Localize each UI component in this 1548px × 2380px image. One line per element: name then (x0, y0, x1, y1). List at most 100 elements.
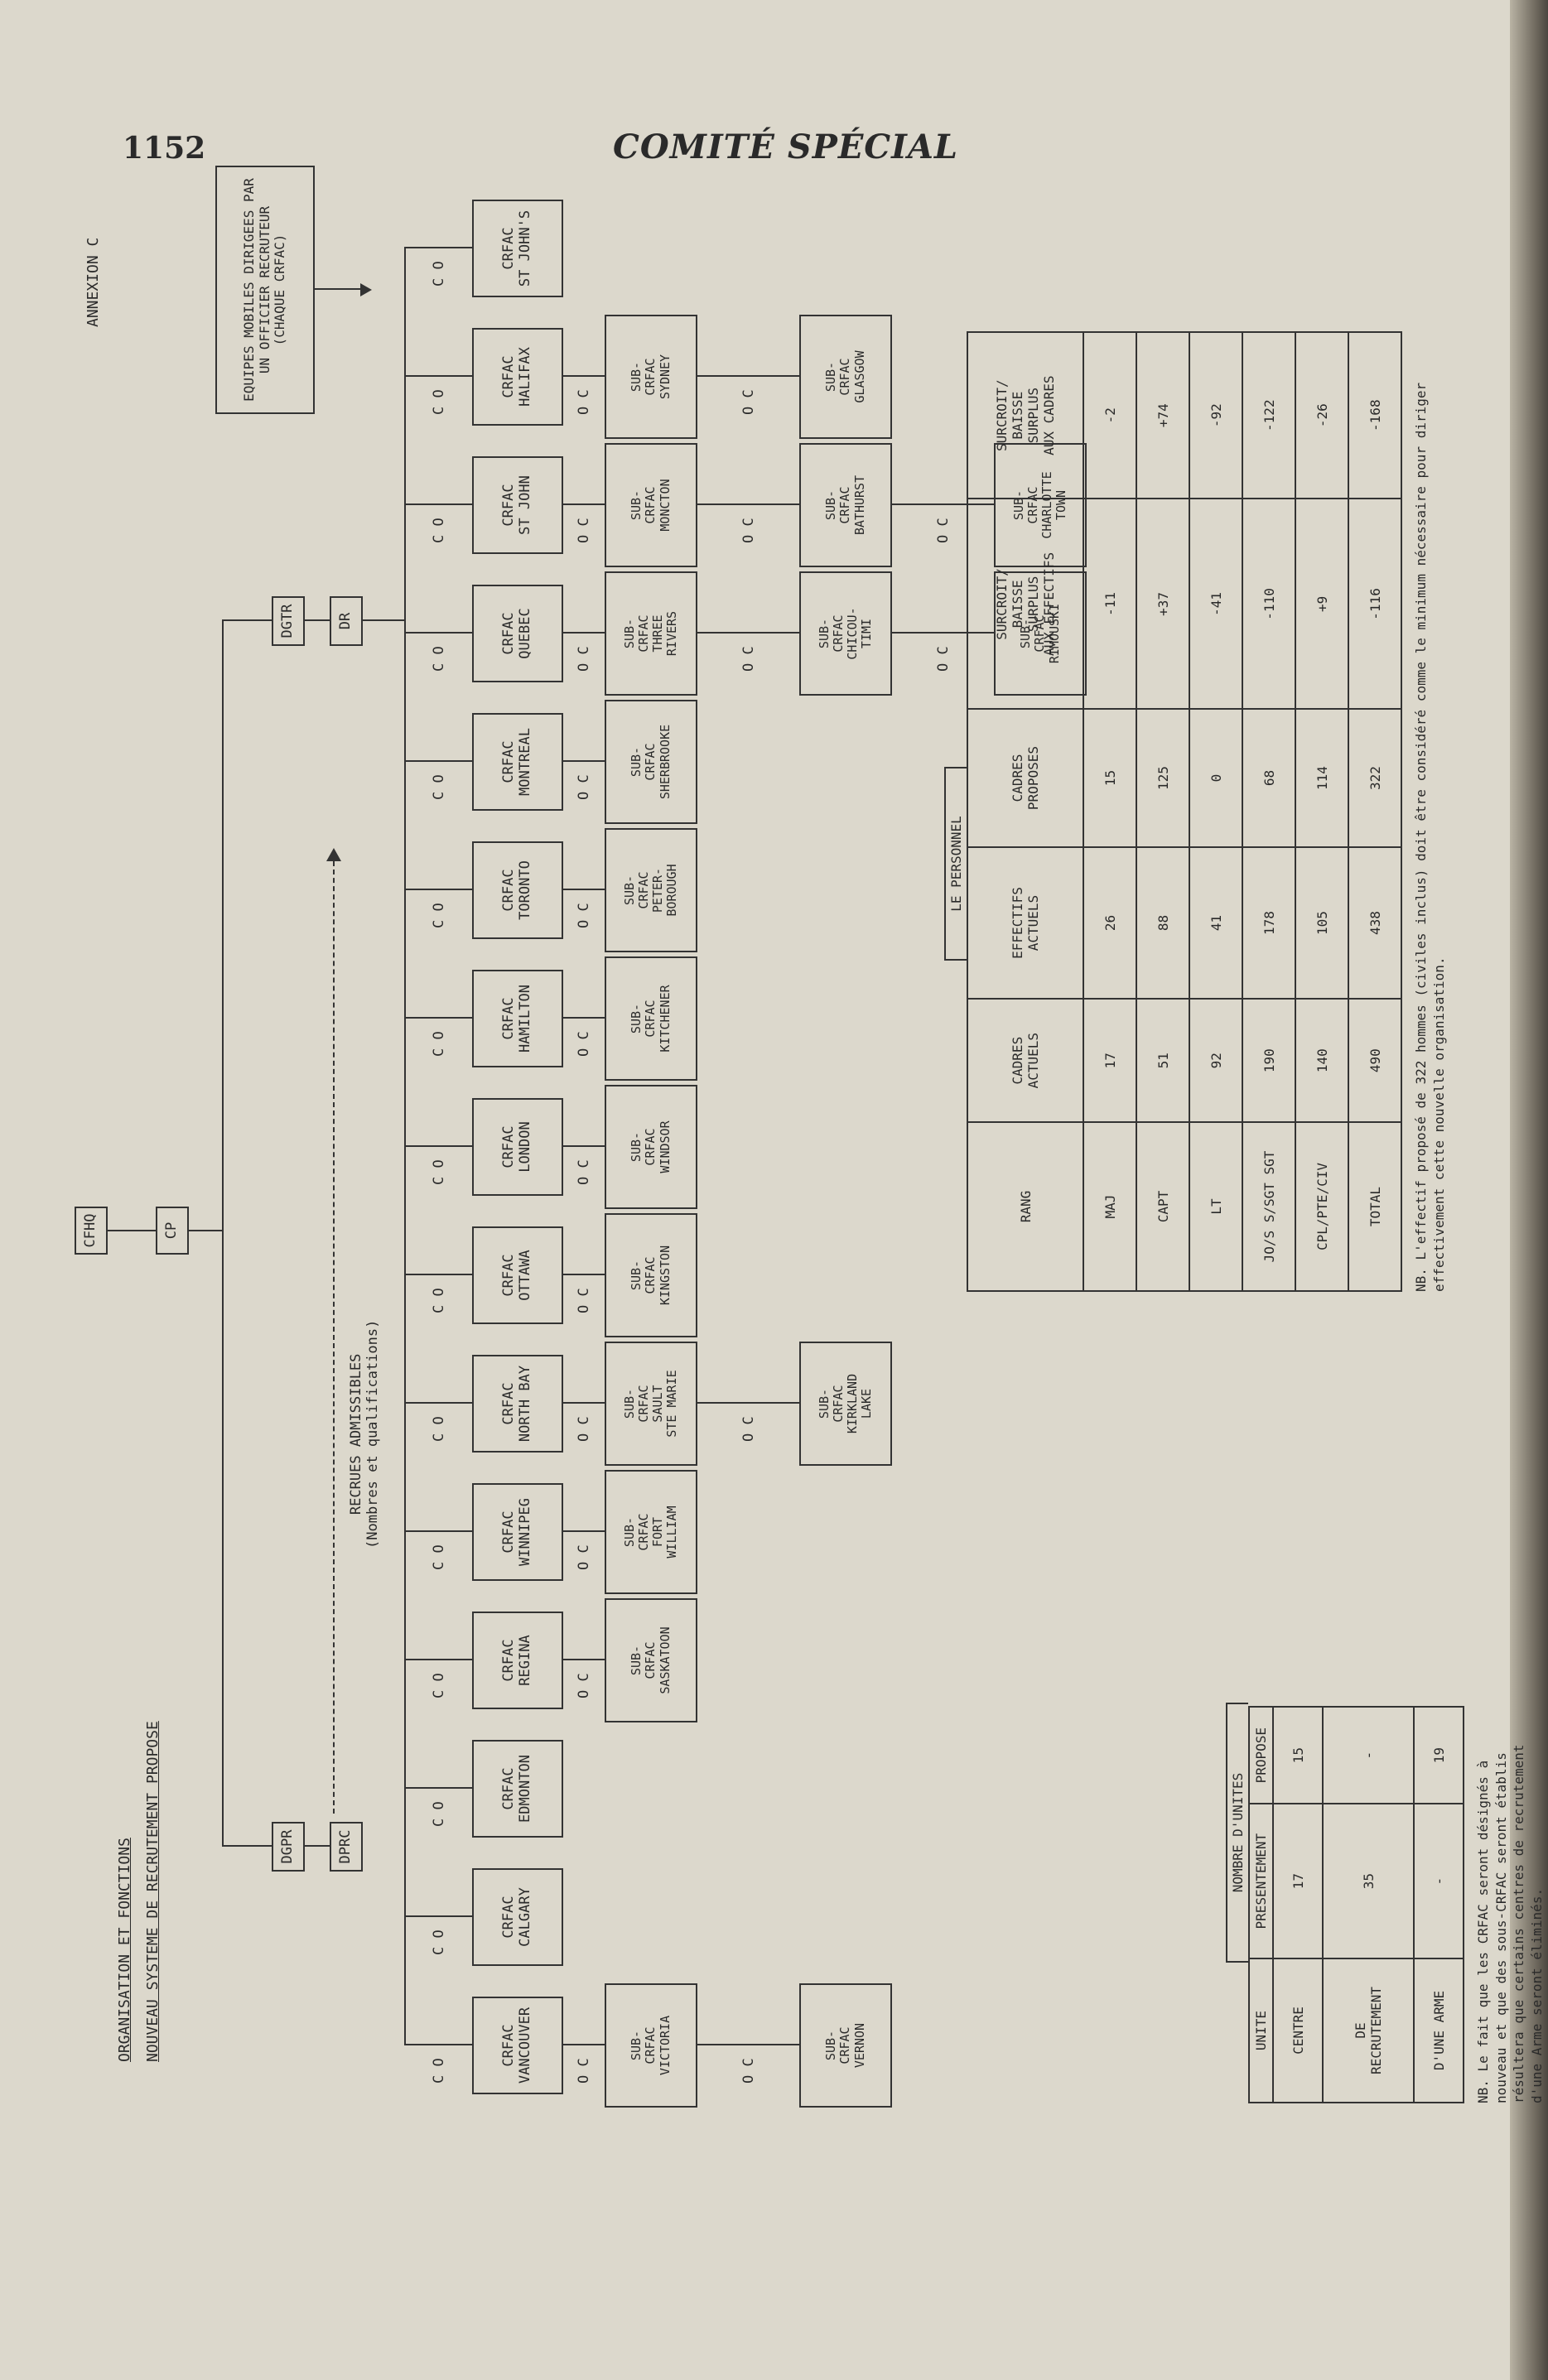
connector (404, 1530, 472, 1532)
table-cell: 0 (1189, 709, 1242, 847)
table-cell: +37 (1136, 499, 1189, 710)
table-cell: 105 (1295, 846, 1348, 1000)
table-cell: 68 (1242, 709, 1295, 847)
connector (404, 1915, 472, 1917)
sub-crfac-box: SUB- CRFAC GLASGOW (799, 315, 892, 439)
oc-label: O C (576, 518, 592, 543)
table-cell: 178 (1242, 846, 1295, 1000)
personnel-note: NB. L'effectif proposé de 322 hommes (ci… (1413, 382, 1447, 1292)
connector (563, 2044, 605, 2045)
co-label: C O (431, 1930, 447, 1955)
oc-label: O C (576, 1416, 592, 1442)
oc-label: O C (576, 774, 592, 800)
table-cell: -92 (1189, 332, 1242, 499)
crfac-box: CRFAC ST JOHN'S (472, 200, 563, 297)
crfac-box: CRFAC MONTREAL (472, 713, 563, 811)
units-table: UNITE PRESENTEMENT PROPOSE CENTRE 17 15 … (1248, 1706, 1464, 2103)
sub-crfac-box: SUB- CRFAC KIRKLAND LAKE (799, 1342, 892, 1466)
table-row: DE RECRUTEMENT 35 - (1323, 1707, 1414, 2103)
table-cell: D'UNE ARME (1414, 1958, 1464, 2103)
col-effectifs-actuels: EFFECTIFS ACTUELS (967, 846, 1083, 1000)
col-surcroit-effectifs: SURCROIT/ BAISSE SURPLUS AUX EFFECTIFS (967, 499, 1083, 710)
dashed-recrues-line (333, 861, 335, 1814)
co-label: C O (431, 1544, 447, 1570)
co-label: C O (431, 1801, 447, 1827)
col-surcroit-cadres: SURCROIT/ BAISSE SURPLUS AUX CADRES (967, 332, 1083, 499)
table-cell: 190 (1242, 999, 1295, 1122)
annex-label: ANNEXION C (84, 237, 102, 327)
crfac-box: CRFAC CALGARY (472, 1868, 563, 1966)
connector (404, 889, 472, 890)
sub-crfac-box: SUB- CRFAC SAULT STE MARIE (605, 1342, 697, 1466)
table-cell: 17 (1083, 999, 1136, 1122)
sub-crfac-box: SUB- CRFAC SYDNEY (605, 315, 697, 439)
oc-label: O C (576, 646, 592, 672)
table-cell: 26 (1083, 846, 1136, 1000)
crfac-box: CRFAC NORTH BAY (472, 1355, 563, 1453)
rotated-annex-page: ANNEXION C ORGANISATION ET FONCTIONS NOU… (75, 83, 1545, 2203)
oc-label: O C (740, 1416, 757, 1442)
cfhq-box: CFHQ (75, 1207, 108, 1255)
oc-label: O C (576, 1544, 592, 1570)
table-cell: CENTRE (1273, 1958, 1323, 2103)
co-label: C O (431, 1416, 447, 1442)
connector (563, 1145, 605, 1147)
equipes-mobiles-box: EQUIPES MOBILES DIRIGEES PAR UN OFFICIER… (215, 166, 315, 414)
units-col-presentement: PRESENTEMENT (1249, 1804, 1273, 1958)
table-cell: TOTAL (1348, 1122, 1401, 1291)
personnel-table-header: RANG CADRES ACTUELS EFFECTIFS ACTUELS CA… (967, 332, 1083, 1291)
connector (222, 1845, 272, 1847)
sub-crfac-box: SUB- CRFAC CHICOU- TIMI (799, 571, 892, 696)
table-cell: +9 (1295, 499, 1348, 710)
heading-nouveau-systeme: NOUVEAU SYSTEME DE RECRUTEMENT PROPOSE (144, 1721, 162, 2062)
table-row: D'UNE ARME - 19 (1414, 1707, 1464, 2103)
table-cell: -122 (1242, 332, 1295, 499)
oc-label: O C (576, 903, 592, 928)
arrow-right (326, 848, 341, 861)
co-label: C O (431, 2058, 447, 2084)
connector (563, 1274, 605, 1275)
page-number: 1152 (123, 131, 206, 166)
sub-crfac-box: SUB- CRFAC PETER- BOROUGH (605, 828, 697, 952)
connector (363, 619, 404, 621)
connector (404, 1787, 472, 1789)
sub-crfac-box: SUB- CRFAC THREE RIVERS (605, 571, 697, 696)
co-label: C O (431, 1673, 447, 1698)
table-cell: 140 (1295, 999, 1348, 1122)
oc-label: O C (576, 2058, 592, 2084)
connector (404, 1659, 472, 1660)
connector (697, 375, 799, 377)
connector (404, 375, 472, 377)
sub-crfac-box: SUB- CRFAC KITCHENER (605, 956, 697, 1081)
connector (189, 1230, 222, 1231)
oc-label: O C (576, 1031, 592, 1057)
connector (404, 1145, 472, 1147)
sub-crfac-box: SUB- CRFAC VICTORIA (605, 1983, 697, 2108)
oc-label: O C (576, 1673, 592, 1698)
oc-label: O C (740, 389, 757, 415)
table-cell: 438 (1348, 846, 1401, 1000)
connector (315, 288, 363, 290)
connector (108, 1230, 156, 1231)
connector (404, 2044, 472, 2045)
co-label: C O (431, 774, 447, 800)
sub-crfac-box: SUB- CRFAC SHERBROOKE (605, 700, 697, 824)
sub-crfac-box: SUB- CRFAC SASKATOON (605, 1598, 697, 1722)
oc-label: O C (740, 518, 757, 543)
personnel-table-wrap: LE PERSONNEL RANG CADRES ACTUELS EFFECTI… (944, 331, 1448, 1292)
table-cell: 15 (1273, 1707, 1323, 1804)
table-cell: 92 (1189, 999, 1242, 1122)
table-cell: -41 (1189, 499, 1242, 710)
crfac-box: CRFAC EDMONTON (472, 1740, 563, 1838)
connector (305, 619, 330, 621)
sub-crfac-box: SUB- CRFAC MONCTON (605, 443, 697, 567)
connector (697, 1402, 799, 1404)
co-label: C O (431, 389, 447, 415)
table-row: CENTRE 17 15 (1273, 1707, 1323, 2103)
col-cadres-proposes: CADRES PROPOSES (967, 709, 1083, 847)
table-cell: 88 (1136, 846, 1189, 1000)
table-cell: +74 (1136, 332, 1189, 499)
connector (222, 621, 224, 1847)
